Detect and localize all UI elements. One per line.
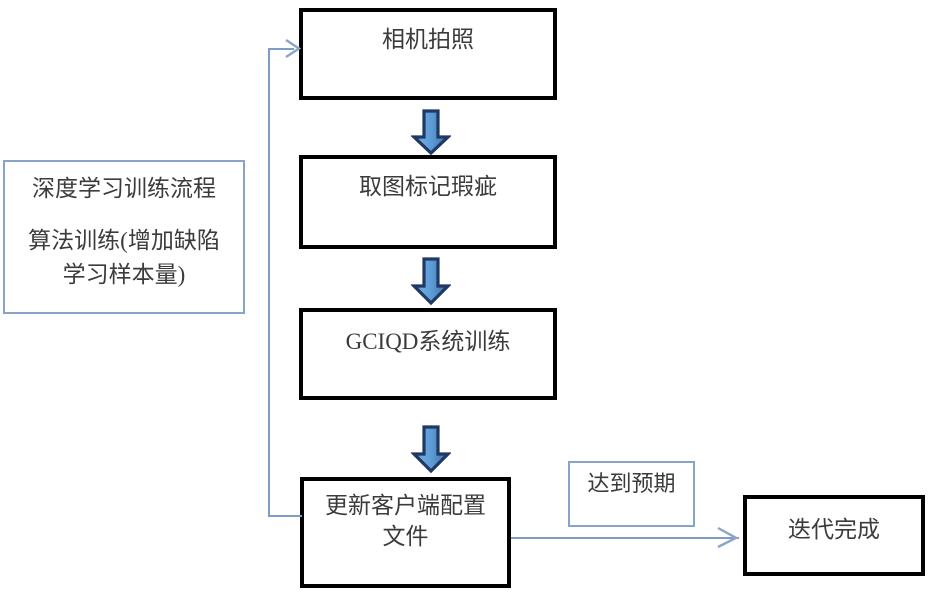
note-line-3: 学习样本量) [62, 262, 186, 287]
arrow-update-to-done-line [511, 537, 739, 539]
feedback-loop-arrowhead-icon [285, 38, 302, 59]
feedback-loop-segment-bottom [268, 515, 302, 517]
edge-label-meets-expectation-text: 达到预期 [587, 471, 676, 496]
arrow-gciqd-to-update [411, 425, 451, 474]
node-gciqd-training-label: GCIQD系统训练 [345, 329, 511, 354]
node-gciqd-training[interactable]: GCIQD系统训练 [299, 308, 557, 400]
feedback-loop-segment-top [268, 48, 294, 50]
node-iteration-done[interactable]: 迭代完成 [743, 495, 925, 576]
feedback-loop-segment-vertical [268, 48, 270, 517]
node-camera-capture-label: 相机拍照 [382, 27, 474, 52]
node-update-client-config[interactable]: 更新客户端配置 文件 [300, 477, 511, 588]
arrow-capture-to-mark [411, 109, 451, 156]
note-line-2: 算法训练(增加缺陷 [28, 228, 220, 253]
edge-label-meets-expectation: 达到预期 [568, 461, 695, 527]
arrow-mark-to-gciqd [411, 257, 451, 306]
node-iteration-done-label: 迭代完成 [788, 517, 880, 542]
arrow-update-to-done-arrowhead-icon [717, 526, 739, 549]
node-mark-defects-label: 取图标记瑕疵 [359, 174, 497, 199]
node-camera-capture[interactable]: 相机拍照 [299, 8, 557, 100]
note-line-1: 深度学习训练流程 [32, 176, 216, 201]
node-mark-defects[interactable]: 取图标记瑕疵 [299, 155, 557, 249]
node-update-client-config-label: 更新客户端配置 文件 [325, 493, 486, 549]
note-box-training-process: 深度学习训练流程 算法训练(增加缺陷 学习样本量) [3, 160, 245, 314]
